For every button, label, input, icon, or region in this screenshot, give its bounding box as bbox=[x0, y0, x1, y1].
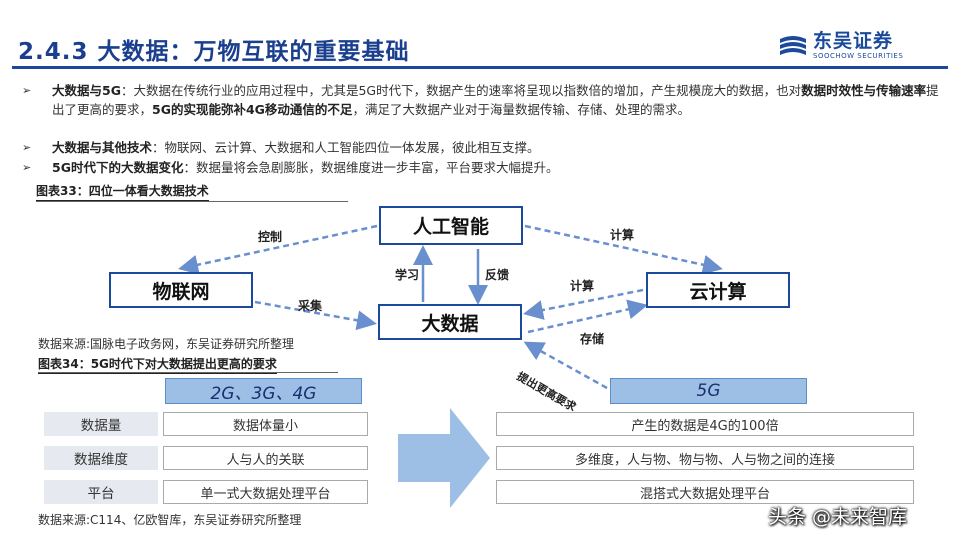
header-2g-3g-4g: 2G、3G、4G bbox=[165, 378, 362, 404]
edge-label-compute-mid: 计算 bbox=[570, 279, 595, 293]
arrow-compute-top bbox=[524, 224, 723, 275]
bullet-arrow-icon: ➢ bbox=[22, 161, 32, 174]
header-divider bbox=[12, 66, 948, 69]
watermark: 头条 @未来智库 bbox=[768, 506, 908, 528]
right-arrow-icon bbox=[398, 408, 490, 508]
bullet-keyword: 5G时代下的大数据变化 bbox=[52, 160, 184, 175]
cell-left-data-dimension: 人与人的关联 bbox=[163, 446, 368, 470]
bullet-keyword: 大数据与5G bbox=[52, 83, 121, 98]
row-label-data-volume: 数据量 bbox=[44, 412, 158, 436]
bullet-text: 提出了更高的要求， bbox=[52, 83, 939, 117]
edge-label-store: 存储 bbox=[580, 332, 605, 346]
logo-en-text: SOOCHOW SECURITIES bbox=[813, 52, 904, 60]
cell-left-platform: 单一式大数据处理平台 bbox=[163, 480, 368, 504]
cell-left-data-volume: 数据体量小 bbox=[163, 412, 368, 436]
bullet-item: ➢ 大数据与其他技术：物联网、云计算、大数据和人工智能四位一体发展，彼此相互支撑… bbox=[22, 138, 940, 157]
bullet-item: ➢ 大数据与5G：大数据在传统行业的应用过程中，尤其是5G时代下，数据产生的速率… bbox=[22, 81, 940, 119]
node-iot: 物联网 bbox=[109, 272, 253, 308]
bullet-arrow-icon: ➢ bbox=[22, 84, 32, 97]
bullet-text: ：物联网、云计算、大数据和人工智能四位一体发展，彼此相互支撑。 bbox=[152, 140, 540, 155]
bullet-text: ：数据量将会急剧膨胀，数据维度进一步丰富，平台要求大幅提升。 bbox=[183, 160, 559, 175]
arrow-demand bbox=[523, 341, 608, 390]
bullet-keyword: 数据时效性与传输速率 bbox=[801, 83, 927, 98]
cell-right-data-dimension: 多维度，人与物、物与物、人与物之间的连接 bbox=[496, 446, 914, 470]
bullet-text: ，满足了大数据产业对于海量数据传输、存储、处理的需求。 bbox=[352, 102, 690, 117]
edge-label-compute-top: 计算 bbox=[610, 228, 635, 242]
edge-label-collect: 采集 bbox=[298, 299, 323, 313]
logo-mark-icon bbox=[780, 36, 806, 55]
company-logo: 东吴证券 SOOCHOW SECURITIES bbox=[778, 32, 903, 60]
node-cloud-computing: 云计算 bbox=[646, 272, 790, 308]
edge-label-feedback: 反馈 bbox=[485, 268, 510, 282]
bullet-item: ➢ 5G时代下的大数据变化：数据量将会急剧膨胀，数据维度进一步丰富，平台要求大幅… bbox=[22, 158, 940, 177]
figure34-title: 图表34：5G时代下对大数据提出更高的要求 bbox=[38, 355, 277, 374]
cell-right-platform: 混搭式大数据处理平台 bbox=[496, 480, 914, 504]
arrow-control bbox=[178, 224, 378, 275]
figure33-title: 图表33：四位一体看大数据技术 bbox=[36, 182, 209, 201]
logo-cn-text: 东吴证券 bbox=[813, 30, 894, 52]
page-title: 2.4.3 大数据：万物互联的重要基础 bbox=[18, 39, 410, 65]
edge-label-learn: 学习 bbox=[395, 268, 420, 282]
bullet-keyword: 大数据与其他技术 bbox=[52, 140, 153, 155]
cell-right-data-volume: 产生的数据是4G的100倍 bbox=[496, 412, 914, 436]
bullet-arrow-icon: ➢ bbox=[22, 141, 32, 154]
row-label-data-dimension: 数据维度 bbox=[44, 446, 158, 470]
bullet-text: ：大数据在传统行业的应用过程中，尤其是5G时代下，数据产生的速率将呈现以指数倍的… bbox=[120, 83, 802, 98]
figure34-source: 数据来源:C114、亿欧智库，东吴证券研究所整理 bbox=[38, 513, 302, 527]
figure34-rule bbox=[38, 372, 338, 373]
arrow-store bbox=[527, 299, 648, 334]
node-artificial-intelligence: 人工智能 bbox=[379, 206, 523, 245]
edge-label-control: 控制 bbox=[258, 230, 283, 244]
row-label-platform: 平台 bbox=[44, 480, 158, 504]
header-5g: 5G bbox=[610, 378, 807, 404]
figure33-source: 数据来源:国脉电子政务网，东吴证券研究所整理 bbox=[38, 337, 295, 351]
bullet-keyword: 5G的实现能弥补4G移动通信的不足 bbox=[152, 102, 353, 117]
node-big-data: 大数据 bbox=[378, 304, 522, 340]
figure33-rule bbox=[36, 201, 348, 202]
